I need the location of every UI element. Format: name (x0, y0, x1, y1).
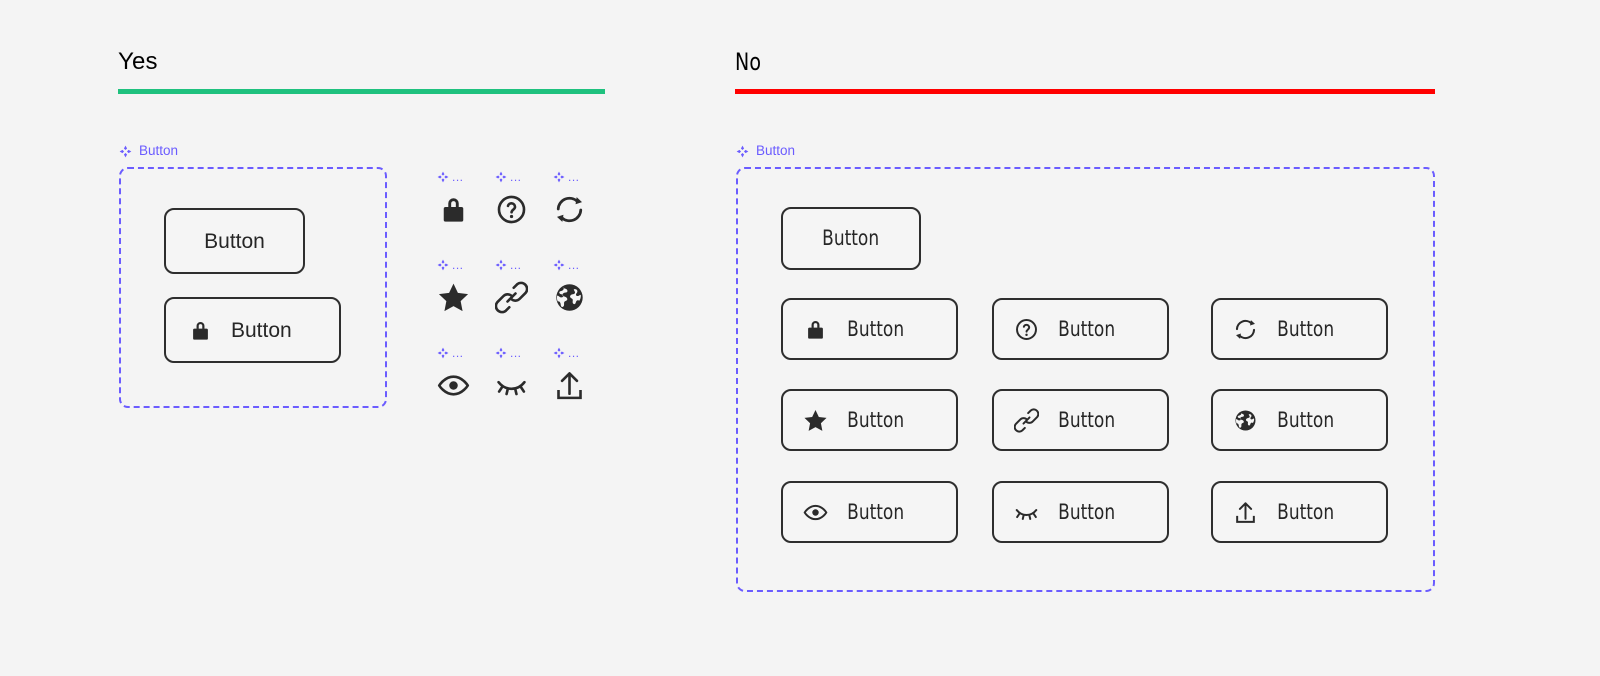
figma-component-diamond-icon (553, 347, 565, 359)
eye-icon (803, 500, 828, 525)
figma-component-diamond-icon (553, 171, 565, 183)
section-rule-no (735, 89, 1435, 94)
icon-specimen-label: ... (553, 258, 605, 272)
link-icon (495, 281, 528, 314)
no-button-globe-label: Button (1277, 407, 1335, 432)
yes-button-plain[interactable]: Button (164, 208, 305, 274)
icon-specimen-lock[interactable]: ... (437, 170, 489, 228)
globe-icon (1233, 408, 1258, 433)
component-frame-no (736, 167, 1435, 592)
eye-off-icon (1014, 500, 1039, 525)
no-button-link[interactable]: Button (992, 389, 1169, 451)
icon-specimen-label: ... (437, 346, 489, 360)
icon-specimen-upload[interactable]: ... (553, 346, 605, 404)
no-button-plain[interactable]: Button (781, 207, 921, 270)
no-button-refresh[interactable]: Button (1211, 298, 1388, 360)
icon-specimen-label: ... (553, 346, 605, 360)
globe-icon (553, 281, 586, 314)
no-button-star-label: Button (847, 407, 905, 432)
no-button-eye[interactable]: Button (781, 481, 958, 543)
icon-specimen-label: ... (495, 258, 547, 272)
refresh-icon (1233, 317, 1258, 342)
refresh-icon (553, 193, 586, 226)
icon-specimen-help-circle[interactable]: ... (495, 170, 547, 228)
icon-specimen-label-text: ... (452, 346, 464, 360)
icon-specimen-grid: ... ... ... ... (437, 170, 607, 405)
icon-specimen-label-text: ... (452, 170, 464, 184)
icon-specimen-label: ... (437, 258, 489, 272)
icon-specimen-label-text: ... (568, 170, 580, 184)
upload-icon (1233, 500, 1258, 525)
no-button-lock-label: Button (847, 316, 905, 341)
link-icon (1014, 408, 1039, 433)
no-button-eye-off[interactable]: Button (992, 481, 1169, 543)
no-button-help[interactable]: Button (992, 298, 1169, 360)
star-icon (437, 281, 470, 314)
section-header-yes: Yes (118, 48, 605, 94)
no-button-link-label: Button (1058, 407, 1116, 432)
icon-specimen-label: ... (553, 170, 605, 184)
component-label-text: Button (139, 143, 179, 158)
icon-specimen-globe[interactable]: ... (553, 258, 605, 316)
figma-component-diamond-icon (437, 171, 449, 183)
icon-specimen-label: ... (437, 170, 489, 184)
yes-button-lock[interactable]: Button (164, 297, 341, 363)
lock-icon (803, 317, 828, 342)
section-rule-yes (118, 89, 605, 94)
icon-specimen-label: ... (495, 346, 547, 360)
no-button-lock[interactable]: Button (781, 298, 958, 360)
no-button-upload[interactable]: Button (1211, 481, 1388, 543)
icon-specimen-label-text: ... (510, 170, 522, 184)
no-button-help-label: Button (1058, 316, 1116, 341)
figma-component-diamond-icon (736, 145, 749, 158)
icon-specimen-label-text: ... (568, 258, 580, 272)
component-frame-yes (119, 167, 387, 408)
figma-component-diamond-icon (437, 259, 449, 271)
figma-component-diamond-icon (119, 145, 132, 158)
no-button-plain-label: Button (822, 226, 880, 250)
yes-button-lock-label: Button (231, 318, 292, 342)
section-title-no: No (735, 48, 762, 76)
icon-specimen-link[interactable]: ... (495, 258, 547, 316)
yes-button-plain-label: Button (204, 229, 265, 253)
component-label-no: Button (736, 143, 795, 159)
figma-component-diamond-icon (553, 259, 565, 271)
figma-component-diamond-icon (495, 259, 507, 271)
icon-specimen-label-text: ... (510, 346, 522, 360)
lock-icon (188, 318, 213, 343)
eye-off-icon (495, 369, 528, 402)
help-circle-icon (495, 193, 528, 226)
icon-specimen-refresh[interactable]: ... (553, 170, 605, 228)
upload-icon (553, 369, 586, 402)
section-title-yes: Yes (118, 48, 158, 75)
no-button-upload-label: Button (1277, 499, 1335, 524)
icon-specimen-eye-off[interactable]: ... (495, 346, 547, 404)
no-button-eye-off-label: Button (1058, 499, 1116, 524)
component-label-text: Button (756, 143, 796, 158)
no-button-eye-label: Button (847, 499, 905, 524)
figma-component-diamond-icon (495, 171, 507, 183)
icon-specimen-label-text: ... (568, 346, 580, 360)
no-button-globe[interactable]: Button (1211, 389, 1388, 451)
icon-specimen-eye[interactable]: ... (437, 346, 489, 404)
icon-specimen-label: ... (495, 170, 547, 184)
figma-component-diamond-icon (437, 347, 449, 359)
icon-specimen-label-text: ... (452, 258, 464, 272)
icon-specimen-label-text: ... (510, 258, 522, 272)
component-label-yes: Button (119, 143, 178, 159)
help-circle-icon (1014, 317, 1039, 342)
star-icon (803, 408, 828, 433)
icon-specimen-star[interactable]: ... (437, 258, 489, 316)
figma-component-diamond-icon (495, 347, 507, 359)
section-header-no: No (735, 48, 1435, 94)
no-button-refresh-label: Button (1277, 316, 1335, 341)
no-button-star[interactable]: Button (781, 389, 958, 451)
lock-icon (437, 193, 470, 226)
eye-icon (437, 369, 470, 402)
